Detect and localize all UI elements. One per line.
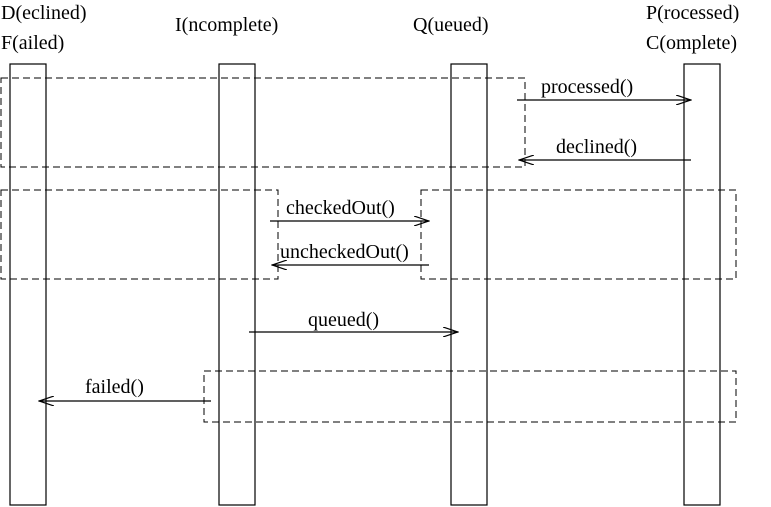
group-box-processed-declined: [0, 77, 526, 168]
lifeline-label-queued: Q(ueued): [413, 14, 489, 36]
message-failed: failed(): [39, 376, 211, 401]
message-label-declined: declined(): [556, 136, 637, 158]
message-label-uncheckedout: uncheckedOut(): [280, 241, 409, 263]
lifeline-bar-incomplete: [218, 63, 256, 506]
lifeline-header-queued: Q(ueued): [413, 14, 489, 36]
lifeline-label-declined: D(eclined): [1, 2, 87, 24]
message-queued: queued(): [249, 309, 458, 332]
lifeline-label-failed: F(ailed): [1, 32, 64, 54]
lifeline-header-incomplete: I(ncomplete): [175, 14, 278, 36]
message-label-failed: failed(): [85, 376, 144, 398]
lifeline-bar-declined-failed: [9, 63, 47, 506]
lifeline-header-processed-complete: P(rocessed) C(omplete): [646, 2, 739, 54]
lifeline-header-declined-failed: D(eclined) F(ailed): [1, 2, 87, 54]
lifeline-label-incomplete: I(ncomplete): [175, 14, 278, 36]
group-box-failed: [203, 370, 737, 423]
lifeline-label-processed: P(rocessed): [646, 2, 739, 24]
message-processed: processed(): [517, 76, 691, 100]
message-declined: declined(): [519, 136, 691, 160]
message-label-processed: processed(): [541, 76, 633, 98]
message-label-checkedout: checkedOut(): [286, 197, 395, 219]
message-label-queued: queued(): [308, 309, 379, 331]
group-box-right: [420, 189, 737, 280]
lifeline-bar-queued: [450, 63, 488, 506]
message-checkedout: checkedOut(): [270, 197, 429, 221]
message-uncheckedout: uncheckedOut(): [272, 241, 429, 265]
lifeline-bar-processed-complete: [683, 63, 721, 506]
lifeline-label-complete: C(omplete): [646, 32, 737, 54]
group-box-left: [0, 189, 279, 280]
